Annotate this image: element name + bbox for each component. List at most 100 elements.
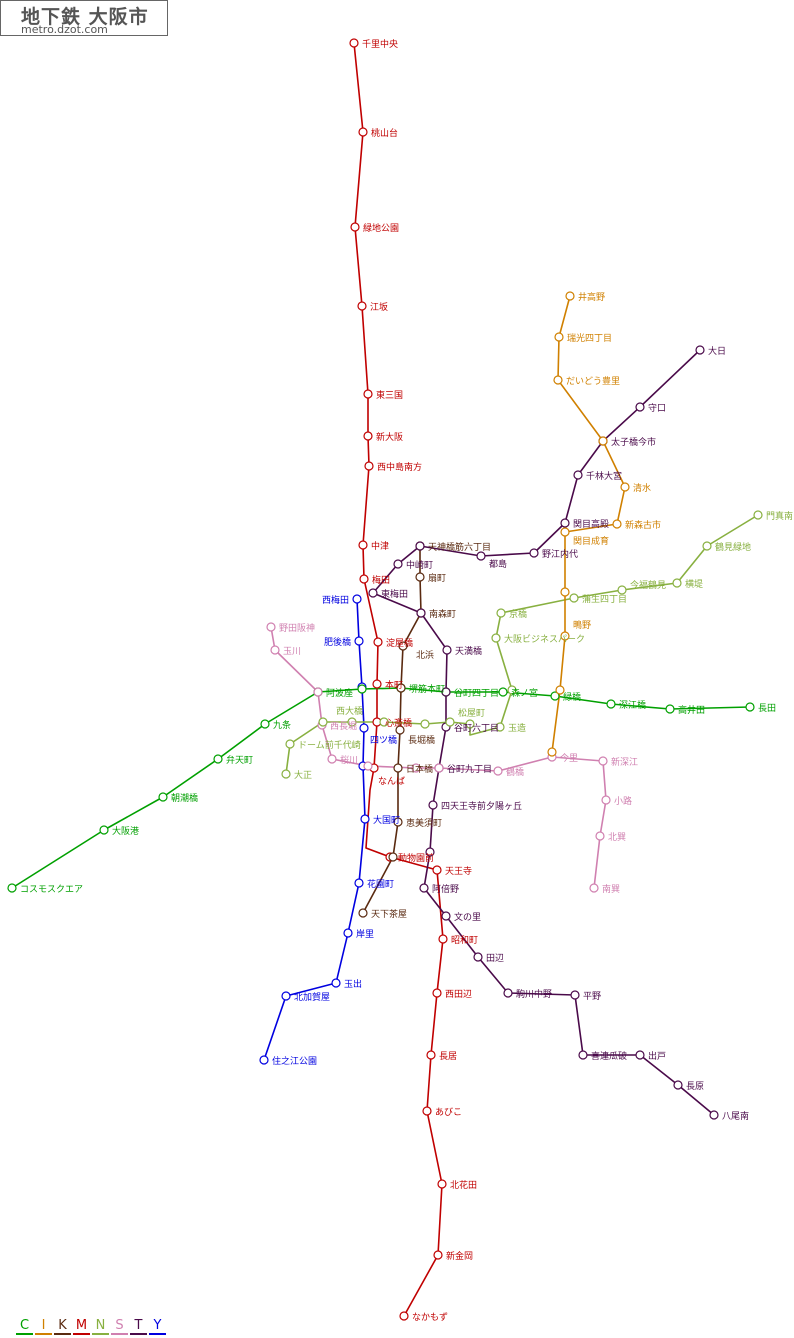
station-label[interactable]: 心斎橋	[385, 717, 412, 729]
station-marker[interactable]	[313, 687, 323, 697]
station-marker[interactable]	[476, 551, 486, 561]
station-label[interactable]: 田辺	[486, 953, 504, 964]
station-label[interactable]: 扇町	[428, 572, 446, 584]
station-marker[interactable]	[354, 636, 364, 646]
station-label[interactable]: 喜連瓜破	[591, 1050, 627, 1062]
station-label[interactable]: 新大阪	[376, 431, 403, 443]
station-marker[interactable]	[601, 795, 611, 805]
station-label[interactable]: 西田辺	[445, 989, 472, 1000]
station-label[interactable]: 緑地公園	[363, 222, 399, 234]
station-label[interactable]: 梅田	[372, 574, 390, 586]
station-label[interactable]: 長居	[439, 1051, 457, 1062]
site-link[interactable]: metro.dzot.com	[21, 23, 108, 36]
station-marker[interactable]	[359, 574, 369, 584]
station-label[interactable]: 南巽	[602, 883, 620, 895]
station-label[interactable]: 都島	[489, 558, 507, 570]
station-marker[interactable]	[434, 763, 444, 773]
station-label[interactable]: 今福鶴見	[630, 579, 666, 591]
station-marker[interactable]	[368, 588, 378, 598]
station-marker[interactable]	[428, 800, 438, 810]
station-label[interactable]: 門真南	[766, 510, 793, 522]
station-marker[interactable]	[560, 631, 570, 641]
station-label[interactable]: 花園町	[367, 878, 394, 890]
station-marker[interactable]	[441, 911, 451, 921]
station-marker[interactable]	[393, 559, 403, 569]
station-marker[interactable]	[441, 687, 451, 697]
station-label[interactable]: 朝潮橋	[171, 792, 198, 804]
station-marker[interactable]	[673, 1080, 683, 1090]
station-label[interactable]: 緑橋	[563, 691, 581, 703]
station-label[interactable]: ドーム前千代崎	[298, 739, 361, 751]
station-label[interactable]: 谷町六丁目	[454, 722, 499, 734]
station-label[interactable]: 堺筋本町	[409, 683, 445, 695]
station-label[interactable]: だいどう豊里	[566, 375, 620, 387]
station-label[interactable]: 本町	[385, 679, 403, 691]
station-marker[interactable]	[612, 519, 622, 529]
station-marker[interactable]	[281, 769, 291, 779]
station-marker[interactable]	[399, 1311, 409, 1321]
station-label[interactable]: 阿倍野	[432, 883, 459, 895]
station-label[interactable]: 江坂	[370, 302, 388, 313]
station-marker[interactable]	[555, 685, 565, 695]
station-marker[interactable]	[270, 645, 280, 655]
station-marker[interactable]	[745, 702, 755, 712]
station-label[interactable]: 長原	[686, 1081, 704, 1092]
station-marker[interactable]	[426, 1050, 436, 1060]
station-label[interactable]: 桃山台	[371, 127, 398, 139]
station-label[interactable]: 井高野	[578, 291, 605, 303]
station-label[interactable]: 新金岡	[446, 1250, 473, 1262]
station-label[interactable]: 清水	[633, 482, 651, 494]
station-label[interactable]: 鶴橋	[506, 766, 524, 778]
station-label[interactable]: 出戸	[648, 1050, 666, 1062]
station-marker[interactable]	[349, 38, 359, 48]
station-marker[interactable]	[331, 978, 341, 988]
station-label[interactable]: 松屋町	[458, 707, 485, 719]
station-marker[interactable]	[617, 585, 627, 595]
station-marker[interactable]	[372, 679, 382, 689]
station-label[interactable]: 大正	[294, 769, 312, 781]
station-label[interactable]: 西中島南方	[377, 461, 422, 473]
station-marker[interactable]	[569, 593, 579, 603]
station-marker[interactable]	[665, 704, 675, 714]
station-marker[interactable]	[473, 952, 483, 962]
station-marker[interactable]	[354, 878, 364, 888]
station-label[interactable]: 桜川	[340, 754, 358, 766]
station-label[interactable]: 西長堀	[330, 721, 357, 732]
station-marker[interactable]	[496, 608, 506, 618]
station-marker[interactable]	[570, 990, 580, 1000]
station-label[interactable]: 四天王寺前夕陽ヶ丘	[441, 800, 522, 812]
station-label[interactable]: 西梅田	[322, 594, 349, 606]
station-marker[interactable]	[99, 825, 109, 835]
station-marker[interactable]	[606, 699, 616, 709]
station-marker[interactable]	[672, 578, 682, 588]
station-marker[interactable]	[432, 988, 442, 998]
station-marker[interactable]	[357, 301, 367, 311]
station-marker[interactable]	[573, 470, 583, 480]
station-marker[interactable]	[363, 431, 373, 441]
station-marker[interactable]	[358, 127, 368, 137]
station-label[interactable]: 北巽	[608, 832, 626, 843]
station-label[interactable]: 瑞光四丁目	[567, 332, 612, 344]
station-marker[interactable]	[266, 622, 276, 632]
station-marker[interactable]	[493, 766, 503, 776]
legend-line-i[interactable]: I	[35, 1318, 52, 1335]
station-label[interactable]: 太子橋今市	[611, 436, 656, 448]
station-label[interactable]: 千里中央	[362, 38, 398, 50]
station-label[interactable]: 谷町四丁目	[454, 688, 499, 699]
station-marker[interactable]	[422, 1106, 432, 1116]
station-label[interactable]: 岸里	[356, 929, 374, 940]
station-marker[interactable]	[433, 1250, 443, 1260]
station-label[interactable]: 北加賀屋	[294, 991, 330, 1003]
station-marker[interactable]	[419, 883, 429, 893]
station-marker[interactable]	[635, 1050, 645, 1060]
station-label[interactable]: 千林大宮	[586, 470, 622, 482]
station-marker[interactable]	[529, 548, 539, 558]
station-label[interactable]: 肥後橋	[324, 636, 351, 648]
station-label[interactable]: 長田	[758, 703, 776, 714]
station-marker[interactable]	[363, 389, 373, 399]
station-marker[interactable]	[360, 814, 370, 824]
station-marker[interactable]	[395, 725, 405, 735]
station-marker[interactable]	[411, 763, 421, 773]
station-label[interactable]: 文の里	[454, 911, 481, 923]
station-marker[interactable]	[364, 461, 374, 471]
